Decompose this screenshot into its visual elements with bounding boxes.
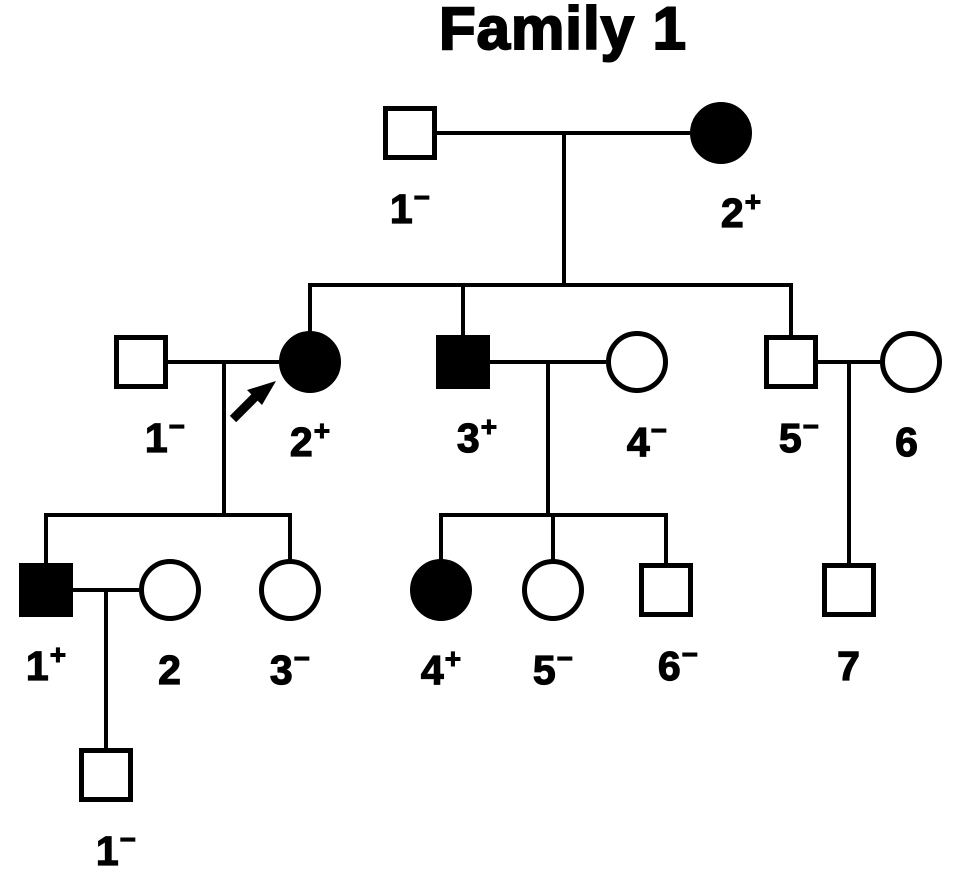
label-III-7: 7 (789, 641, 909, 687)
unaffected-male-symbol (79, 748, 133, 802)
individual-number: 1 (144, 415, 168, 461)
label-III-1: 1+ (0, 639, 106, 689)
genotype-sign: − (413, 182, 431, 213)
child-drop-III-6 (664, 513, 668, 565)
individual-number: 3 (269, 647, 293, 693)
affected-female-symbol (690, 102, 752, 164)
label-III-5: 5− (493, 643, 613, 693)
affected-female-symbol (410, 559, 472, 621)
genotype-sign: − (168, 411, 186, 442)
individual-number: 5 (778, 415, 802, 461)
descent-line-I-1-I-2 (561, 131, 566, 287)
unaffected-female-symbol (880, 331, 942, 393)
label-III-4: 4+ (381, 643, 501, 693)
unaffected-male-symbol (822, 563, 876, 617)
individual-number: 2 (157, 647, 181, 693)
label-III-3: 3− (230, 643, 350, 693)
affected-female-symbol (279, 331, 341, 393)
unaffected-female-symbol (522, 559, 584, 621)
individual-number: 6 (894, 419, 918, 465)
unaffected-female-symbol (259, 559, 321, 621)
individual-number: 1 (389, 186, 413, 232)
label-II-2: 2+ (250, 415, 370, 465)
label-II-6: 6 (847, 417, 967, 463)
descent-line-II-5-II-6 (847, 360, 851, 517)
genotype-sign: + (744, 186, 762, 217)
unaffected-male-symbol (114, 335, 168, 389)
individual-number: 2 (720, 190, 744, 236)
affected-male-symbol (436, 335, 490, 389)
individual-number: 7 (836, 643, 860, 689)
child-drop-II-3 (461, 283, 465, 337)
descent-line-II-1-II-2 (221, 360, 226, 517)
individual-number: 1 (95, 828, 119, 874)
child-drop-II-2 (308, 283, 312, 333)
descent-line-III-1-III-2 (104, 588, 108, 702)
genotype-sign: + (480, 411, 498, 442)
label-II-4: 4− (587, 415, 707, 465)
unaffected-male-symbol (764, 335, 818, 389)
individual-number: 4 (420, 647, 444, 693)
label-III-2: 2 (110, 645, 230, 691)
genotype-sign: − (293, 643, 311, 674)
label-II-5: 5− (739, 411, 859, 461)
genotype-sign: − (650, 415, 668, 446)
child-drop-III-3 (288, 513, 292, 561)
child-drop-III-4 (439, 513, 443, 561)
child-drop-III-5 (551, 513, 555, 561)
individual-number: 4 (626, 419, 650, 465)
individual-number: 6 (657, 643, 681, 689)
unaffected-male-symbol (383, 106, 437, 160)
individual-number: 1 (25, 643, 49, 689)
affected-male-symbol (19, 563, 73, 617)
sibship-line-II-1-II-2 (46, 513, 290, 517)
individual-number: 3 (456, 415, 480, 461)
label-II-1: 1− (105, 411, 225, 461)
label-II-3: 3+ (417, 411, 537, 461)
genotype-sign: − (556, 643, 574, 674)
genotype-sign: − (119, 824, 137, 855)
label-I-2: 2+ (681, 186, 801, 236)
genotype-sign: − (802, 411, 820, 442)
label-I-1: 1− (350, 182, 470, 232)
individual-number: 5 (532, 647, 556, 693)
child-drop-IV-1 (104, 698, 108, 750)
label-III-6: 6− (618, 639, 738, 689)
proband-arrow-icon (229, 381, 276, 422)
individual-number: 2 (289, 419, 313, 465)
descent-line-II-3-II-4 (546, 360, 550, 517)
child-drop-III-1 (44, 513, 48, 565)
unaffected-female-symbol (606, 331, 668, 393)
child-drop-III-7 (847, 513, 851, 565)
unaffected-male-symbol (639, 563, 693, 617)
unaffected-female-symbol (139, 559, 201, 621)
genotype-sign: − (681, 639, 699, 670)
genotype-sign: + (444, 643, 462, 674)
child-drop-II-5 (789, 283, 793, 337)
sibship-line-I-1-I-2 (310, 283, 791, 287)
label-IV-1: 1− (56, 824, 176, 874)
figure-title: Family 1 (438, 0, 688, 63)
genotype-sign: + (313, 415, 331, 446)
genotype-sign: + (49, 639, 67, 670)
